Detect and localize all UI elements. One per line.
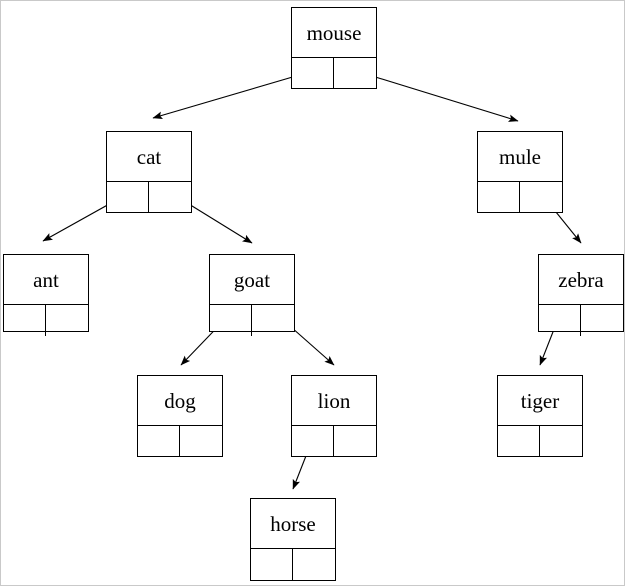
node-right-pointer-cat[interactable] <box>149 182 191 213</box>
node-pointers-tiger <box>498 426 582 457</box>
node-right-pointer-tiger[interactable] <box>540 426 582 457</box>
node-right-pointer-horse[interactable] <box>293 549 335 580</box>
node-left-pointer-dog[interactable] <box>138 426 180 457</box>
tree-node-lion[interactable]: lion <box>291 375 377 457</box>
node-left-pointer-goat[interactable] <box>210 305 252 336</box>
node-pointers-mule <box>478 182 562 213</box>
node-left-pointer-zebra[interactable] <box>539 305 581 336</box>
node-label-mouse: mouse <box>292 8 376 58</box>
node-right-pointer-zebra[interactable] <box>581 305 623 336</box>
node-label-zebra: zebra <box>539 255 623 305</box>
tree-node-mouse[interactable]: mouse <box>291 7 377 89</box>
tree-node-zebra[interactable]: zebra <box>538 254 624 336</box>
node-right-pointer-ant[interactable] <box>46 305 88 336</box>
node-right-pointer-lion[interactable] <box>334 426 376 457</box>
node-label-cat: cat <box>107 132 191 182</box>
node-label-dog: dog <box>138 376 222 426</box>
node-pointers-dog <box>138 426 222 457</box>
node-left-pointer-cat[interactable] <box>107 182 149 213</box>
node-label-goat: goat <box>210 255 294 305</box>
node-label-horse: horse <box>251 499 335 549</box>
node-right-pointer-mule[interactable] <box>520 182 562 213</box>
tree-node-cat[interactable]: cat <box>106 131 192 213</box>
node-left-pointer-mule[interactable] <box>478 182 520 213</box>
node-label-tiger: tiger <box>498 376 582 426</box>
node-pointers-goat <box>210 305 294 336</box>
node-label-ant: ant <box>4 255 88 305</box>
node-left-pointer-horse[interactable] <box>251 549 293 580</box>
node-right-pointer-goat[interactable] <box>252 305 294 336</box>
node-label-mule: mule <box>478 132 562 182</box>
tree-node-ant[interactable]: ant <box>3 254 89 336</box>
tree-node-mule[interactable]: mule <box>477 131 563 213</box>
node-pointers-zebra <box>539 305 623 336</box>
tree-node-tiger[interactable]: tiger <box>497 375 583 457</box>
node-pointers-lion <box>292 426 376 457</box>
node-pointers-ant <box>4 305 88 336</box>
tree-node-goat[interactable]: goat <box>209 254 295 336</box>
node-label-lion: lion <box>292 376 376 426</box>
node-left-pointer-ant[interactable] <box>4 305 46 336</box>
node-left-pointer-lion[interactable] <box>292 426 334 457</box>
node-right-pointer-mouse[interactable] <box>334 58 376 89</box>
node-left-pointer-mouse[interactable] <box>292 58 334 89</box>
node-left-pointer-tiger[interactable] <box>498 426 540 457</box>
node-pointers-mouse <box>292 58 376 89</box>
node-pointers-horse <box>251 549 335 580</box>
tree-node-dog[interactable]: dog <box>137 375 223 457</box>
node-pointers-cat <box>107 182 191 213</box>
tree-node-horse[interactable]: horse <box>250 498 336 581</box>
edge-mouse-left-to-cat <box>152 70 314 120</box>
edge-mouse-right-to-mule <box>355 70 519 122</box>
node-right-pointer-dog[interactable] <box>180 426 222 457</box>
